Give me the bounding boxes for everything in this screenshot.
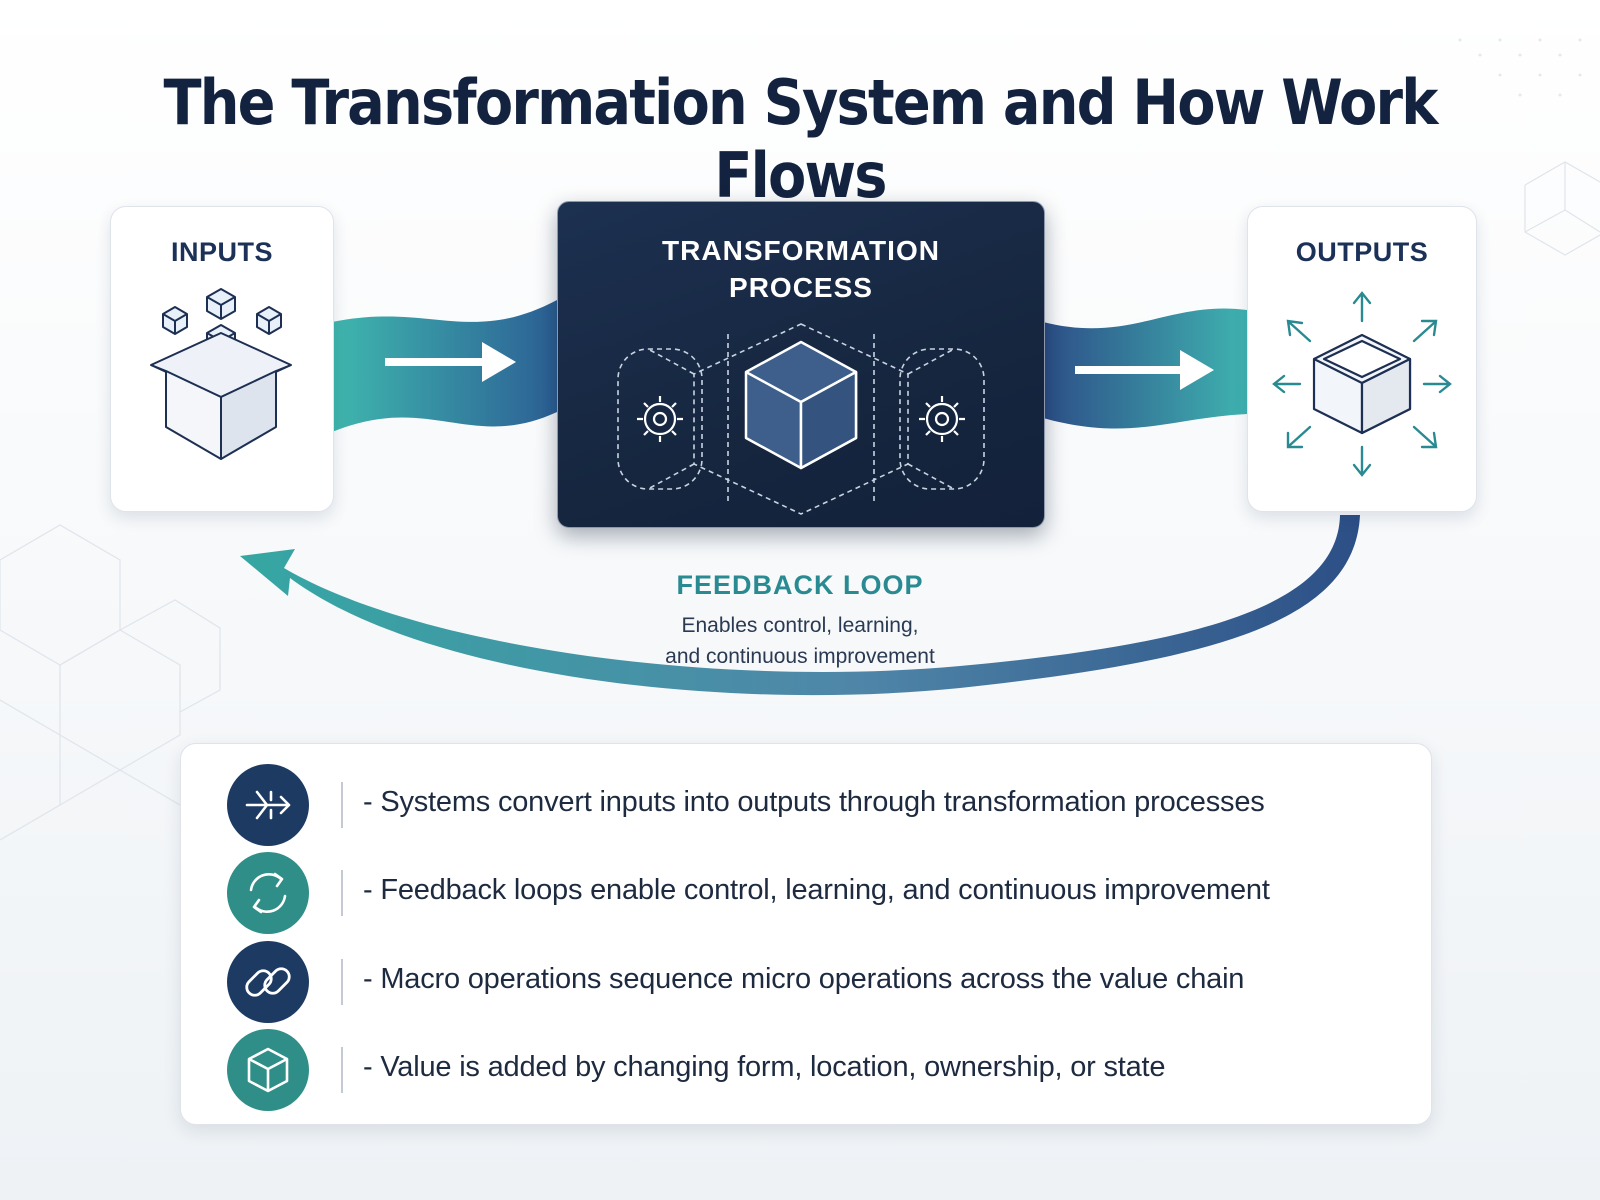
row-divider [341, 870, 343, 916]
inputs-label: INPUTS [170, 237, 273, 267]
right-gear-icon [919, 396, 965, 442]
open-box-with-cubes-icon [150, 288, 292, 460]
process-label-line1: TRANSFORMATION [662, 235, 940, 266]
process-label-line2: PROCESS [729, 272, 873, 303]
refresh-cycle-icon [227, 852, 309, 934]
outputs-card: OUTPUTS [1247, 206, 1477, 512]
key-point-text: - Value is added by changing form, locat… [363, 1051, 1166, 1083]
page-title: The Transformation System and How Work F… [163, 66, 1438, 212]
key-point-row: - Value is added by changing form, locat… [227, 1029, 1407, 1111]
key-point-row: - Feedback loops enable control, learnin… [227, 852, 1407, 934]
feedback-line-1: Enables control, learning, [681, 614, 919, 637]
feedback-line-2: and continuous improvement [665, 645, 935, 668]
box-with-radiating-arrows-icon [1272, 291, 1452, 477]
key-point-row: - Macro operations sequence micro operat… [227, 941, 1407, 1023]
key-point-text: - Systems convert inputs into outputs th… [363, 786, 1265, 818]
cube-with-gears-icon [617, 323, 985, 515]
feedback-loop-arrow [240, 515, 1360, 696]
row-divider [341, 782, 343, 828]
inputs-card: INPUTS [110, 206, 334, 512]
transformation-process-panel: TRANSFORMATION PROCESS [557, 201, 1045, 528]
outputs-label: OUTPUTS [1295, 237, 1429, 267]
process-label: TRANSFORMATION PROCESS [598, 232, 1004, 306]
input-flow-arrow-icon [385, 342, 516, 382]
output-flow-arrow-icon [1075, 350, 1214, 390]
cube-icon [227, 1029, 309, 1111]
row-divider [341, 1047, 343, 1093]
key-points-panel: - Systems convert inputs into outputs th… [180, 743, 1432, 1125]
key-point-text: - Feedback loops enable control, learnin… [363, 874, 1270, 906]
feedback-loop-title: FEEDBACK LOOP [676, 570, 924, 600]
key-point-text: - Macro operations sequence micro operat… [363, 963, 1245, 995]
flow-arrow-icon [227, 764, 309, 846]
row-divider [341, 959, 343, 1005]
key-point-row: - Systems convert inputs into outputs th… [227, 764, 1407, 846]
left-gear-icon [637, 396, 683, 442]
chain-link-icon [227, 941, 309, 1023]
feedback-loop-description: Enables control, learning, and continuou… [560, 610, 1040, 672]
